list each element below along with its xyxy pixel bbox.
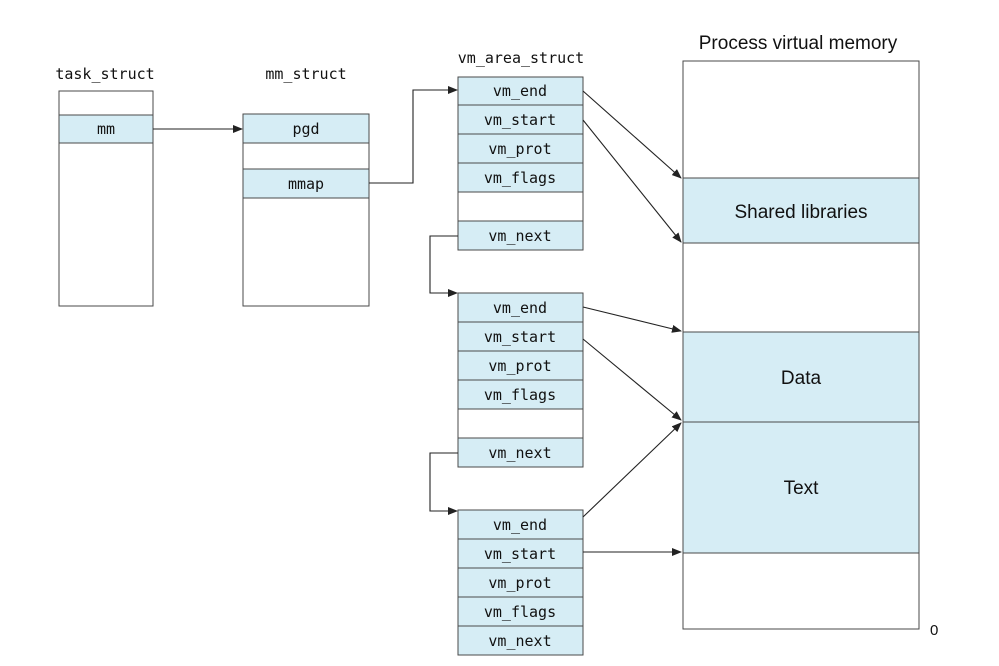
area2-vm-prot-label: vm_prot	[488, 357, 551, 375]
area2-vm-next-cell	[457, 437, 584, 468]
area1-vm-start-label: vm_start	[484, 111, 556, 129]
area1-vm-prot-cell	[457, 133, 584, 164]
area3-vm-start-cell	[457, 538, 584, 569]
area2-end-to-data-top-arrow	[582, 306, 682, 333]
mm-struct-pgd-cell	[242, 113, 370, 144]
area3-vm-flags-label: vm_flags	[484, 603, 556, 621]
area2-vm-start-label: vm_start	[484, 328, 556, 346]
area3-end-to-text-top-arrow	[582, 422, 682, 518]
area1-vm-flags-label: vm_flags	[484, 169, 556, 187]
area3-vm-next-label: vm_next	[488, 632, 551, 650]
area1-start-to-shared-bottom-arrow	[582, 119, 682, 243]
vm-area-struct-title: vm_area_struct	[458, 49, 584, 67]
area3-vm-end-cell	[457, 509, 584, 540]
address-zero-label: 0	[930, 622, 938, 639]
area3-vm-prot-cell	[457, 567, 584, 598]
area3-vm-start-label: vm_start	[484, 545, 556, 563]
data-region-label: Data	[781, 368, 822, 389]
area1-vm-end-label: vm_end	[493, 82, 547, 100]
area2-vm-end-label: vm_end	[493, 299, 547, 317]
area2-empty-cell	[457, 408, 584, 439]
process-memory-title: Process virtual memory	[699, 33, 898, 54]
area2-vm-flags-cell	[457, 379, 584, 410]
area2-vm-next-label: vm_next	[488, 444, 551, 462]
area3-vm-prot-label: vm_prot	[488, 574, 551, 592]
area1-end-to-shared-top-arrow	[582, 90, 682, 179]
mm-struct-mmap-label: mmap	[288, 175, 324, 193]
shared-libraries-region	[682, 177, 920, 244]
area2-start-to-data-bottom-arrow	[582, 338, 682, 421]
text-region-label: Text	[784, 478, 820, 499]
data-region	[682, 331, 920, 423]
area3-vm-end-label: vm_end	[493, 516, 547, 534]
area1-vm-prot-label: vm_prot	[488, 140, 551, 158]
mm-struct-pgd-label: pgd	[292, 120, 319, 138]
area1-vm-next-label: vm_next	[488, 227, 551, 245]
task-struct-mm-label: mm	[97, 120, 115, 138]
mm-struct-mmap-cell	[242, 168, 370, 199]
mmap-to-area1-arrow	[369, 86, 458, 184]
area1-next-to-area2-arrow	[429, 235, 458, 297]
area1-vm-next-cell	[457, 220, 584, 251]
area2-vm-flags-label: vm_flags	[484, 386, 556, 404]
area1-empty-cell	[457, 191, 584, 222]
area2-next-to-area3-arrow	[429, 452, 458, 515]
area3-vm-flags-cell	[457, 596, 584, 627]
shared-libraries-label: Shared libraries	[734, 202, 867, 223]
area2-vm-start-cell	[457, 321, 584, 352]
text-region	[682, 421, 920, 554]
mm-struct-title: mm_struct	[265, 65, 346, 83]
task-struct-title: task_struct	[55, 65, 154, 83]
area3-vm-next-cell	[457, 625, 584, 656]
task-struct-mm-cell	[58, 114, 154, 144]
area1-vm-end-cell	[457, 76, 584, 106]
